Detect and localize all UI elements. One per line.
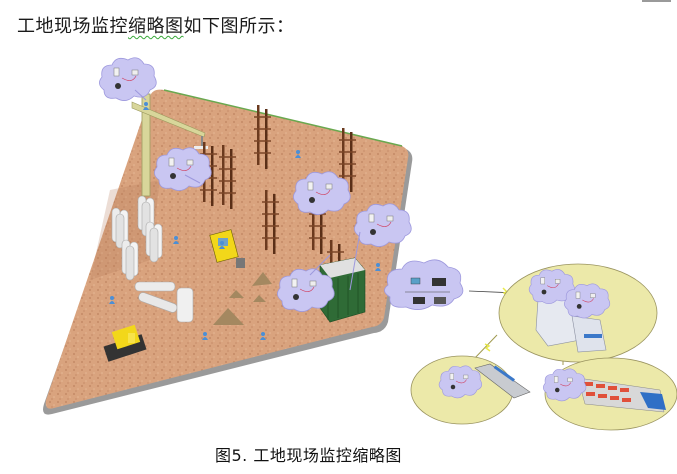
platform-zone bbox=[410, 355, 531, 425]
bulldozer bbox=[103, 324, 147, 362]
intro-text-1: 工地现场监控 bbox=[17, 16, 128, 37]
camera-clouds bbox=[98, 57, 412, 313]
excavator bbox=[209, 229, 245, 268]
intro-text-2: 如下图所示： bbox=[183, 16, 295, 37]
page-margin-mark bbox=[642, 0, 671, 2]
figure-caption: 图5. 工地现场监控缩略图 bbox=[215, 446, 402, 465]
intro-paragraph: 工地现场监控缩略图如下图所示： bbox=[17, 12, 295, 38]
pipe-stacks bbox=[111, 195, 194, 323]
storage-yard-zone bbox=[542, 357, 677, 431]
office-building-zone bbox=[498, 263, 658, 363]
sand-piles bbox=[213, 272, 272, 325]
intro-text-spellcheck: 缩略图 bbox=[128, 16, 184, 37]
network-server-cloud bbox=[384, 259, 464, 310]
